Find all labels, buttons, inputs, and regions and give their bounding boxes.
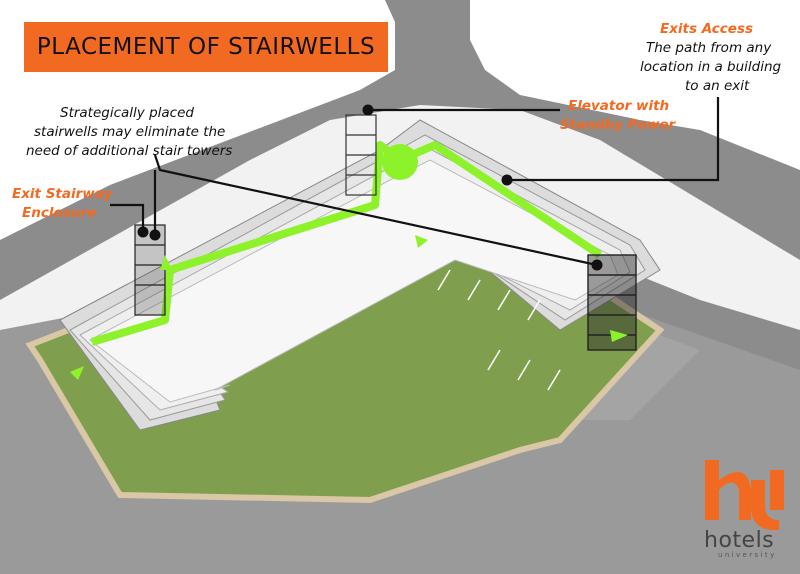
strategic-line3: need of additional stair towers xyxy=(26,143,233,159)
callout-lines xyxy=(110,97,720,267)
logo-subtitle: university xyxy=(718,551,777,559)
page-title: PLACEMENT OF STAIRWELLS xyxy=(36,34,376,60)
parking-stalls xyxy=(437,269,561,391)
exits-access-line3: to an exit xyxy=(685,78,750,94)
exit-stair-label-line2: Enclosure xyxy=(22,205,97,221)
logo-name: hotels xyxy=(704,528,775,553)
exits-access-line1: The path from any xyxy=(646,40,772,56)
exit-stair-label-line1: Exit Stairway xyxy=(12,186,113,202)
exits-access-title: Exits Access xyxy=(660,21,754,37)
exits-access-line2: location in a building xyxy=(640,59,782,75)
callout-dots xyxy=(137,104,603,271)
elevator-label-line1: Elevator with xyxy=(568,98,670,114)
exit-stair-tower-right xyxy=(587,254,637,351)
elevator-tower xyxy=(345,114,377,196)
title-banner: PLACEMENT OF STAIRWELLS xyxy=(24,22,388,72)
exit-arrows xyxy=(70,235,628,380)
strategic-line1: Strategically placed xyxy=(60,105,194,121)
hotels-university-logo-mark xyxy=(705,460,784,531)
strategic-line2: stairwells may eliminate the xyxy=(34,124,226,140)
exit-access-path xyxy=(90,141,603,346)
elevator-label-line2: Standby Power xyxy=(560,117,676,133)
